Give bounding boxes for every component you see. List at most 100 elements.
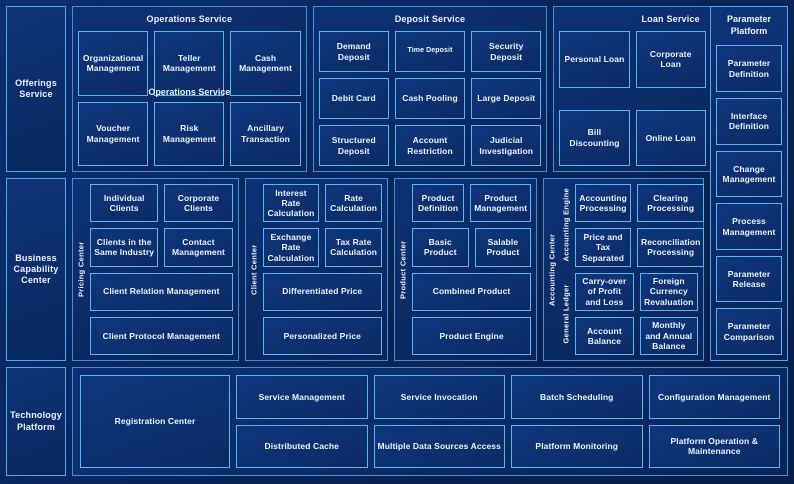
cell-parameter-definition[interactable]: Parameter Definition bbox=[716, 45, 782, 92]
cell-process-management[interactable]: Process Management bbox=[716, 203, 782, 250]
cell-clients-in-the-same-industry[interactable]: Clients in the Same Industry bbox=[90, 228, 159, 267]
cell-rate-calculation[interactable]: Rate Calculation bbox=[325, 184, 382, 223]
cell-platform-operation-maintenance[interactable]: Platform Operation & Maintenance bbox=[648, 424, 780, 468]
cell-online-loan[interactable]: Online Loan bbox=[635, 109, 706, 166]
group-accounting-center-label: Accounting Center bbox=[547, 233, 557, 306]
pricing-center-row-2: Clients in the Same Industry Contact Man… bbox=[90, 228, 233, 267]
cell-time-deposit[interactable]: Time Deposit bbox=[394, 31, 466, 72]
cell-combined-product[interactable]: Combined Product bbox=[411, 272, 532, 311]
accounting-center-subgroups: Accounting Engine Accounting Processing … bbox=[560, 184, 705, 355]
cell-corporate-loan[interactable]: Corporate Loan bbox=[635, 31, 706, 88]
client-center-row-4: Personalized Price bbox=[262, 316, 382, 355]
cell-personal-loan[interactable]: Personal Loan bbox=[559, 31, 630, 88]
accounting-engine-cells: Accounting Processing Clearing Processin… bbox=[575, 184, 705, 267]
cell-registration-center[interactable]: Registration Center bbox=[80, 375, 230, 468]
cell-reconciliation-processing[interactable]: Reconciliation Processing bbox=[636, 228, 705, 267]
cell-basic-product[interactable]: Basic Product bbox=[411, 228, 469, 267]
cell-structured-deposit[interactable]: Structured Deposit bbox=[318, 125, 389, 166]
cell-account-balance[interactable]: Account Balance bbox=[575, 316, 634, 355]
general-ledger-cells: Carry-over of Profit and Loss Foreign Cu… bbox=[575, 272, 698, 355]
cell-clearing-processing[interactable]: Clearing Processing bbox=[636, 184, 705, 223]
cell-platform-monitoring[interactable]: Platform Monitoring bbox=[511, 424, 643, 468]
group-technology-platform[interactable]: Registration Center Service Management S… bbox=[72, 367, 788, 476]
cell-change-management[interactable]: Change Management bbox=[716, 150, 782, 198]
subgroup-general-ledger-label: General Ledger bbox=[561, 284, 571, 344]
cell-client-relation-management[interactable]: Client Relation Management bbox=[90, 272, 233, 311]
technology-platform-cells: Service Management Service Invocation Ba… bbox=[236, 375, 780, 468]
group-operations-service[interactable]: Operations Service Organizational Manage… bbox=[72, 6, 307, 172]
cell-exchange-rate-calculation[interactable]: Exchange Rate Calculation bbox=[262, 228, 320, 267]
technology-platform-band: Technology Platform Registration Center … bbox=[6, 367, 788, 476]
cell-interest-rate-calculation[interactable]: Interest Rate Calculation bbox=[262, 184, 320, 223]
cell-carry-over-of-profit-and-loss[interactable]: Carry-over of Profit and Loss bbox=[575, 272, 634, 311]
cell-service-management[interactable]: Service Management bbox=[236, 375, 368, 419]
group-deposit-service-title: Deposit Service bbox=[394, 14, 466, 24]
cell-large-deposit[interactable]: Large Deposit bbox=[471, 78, 542, 119]
cell-price-and-tax-separated[interactable]: Price and Tax Separated bbox=[575, 228, 631, 267]
cell-ancillary-transaction[interactable]: Ancillary Transaction bbox=[230, 101, 301, 166]
group-client-center[interactable]: Client Center Interest Rate Calculation … bbox=[244, 178, 388, 361]
rail-offerings-service[interactable]: Offerings Service bbox=[6, 6, 66, 172]
cell-product-definition[interactable]: Product Definition bbox=[411, 184, 465, 223]
cell-organizational-management[interactable]: Organizational Management bbox=[78, 31, 149, 96]
rail-business-capability-center[interactable]: Business Capability Center bbox=[6, 178, 66, 361]
client-center-row-2: Exchange Rate Calculation Tax Rate Calcu… bbox=[262, 228, 382, 267]
cell-multiple-data-sources-access[interactable]: Multiple Data Sources Access bbox=[373, 424, 505, 468]
cell-differentiated-price[interactable]: Differentiated Price bbox=[262, 272, 382, 311]
cell-bill-discounting[interactable]: Bill Discounting bbox=[559, 109, 630, 166]
offerings-band: Offerings Service Operations Service Org… bbox=[6, 6, 789, 361]
cell-personalized-price[interactable]: Personalized Price bbox=[262, 316, 382, 355]
group-pricing-center[interactable]: Pricing Center Individual Clients Corpor… bbox=[72, 178, 239, 361]
business-band-body: Pricing Center Individual Clients Corpor… bbox=[72, 178, 788, 361]
cell-teller-management[interactable]: Teller Management bbox=[154, 31, 225, 96]
cell-configuration-management[interactable]: Configuration Management bbox=[648, 375, 780, 419]
cell-security-deposit[interactable]: Security Deposit bbox=[471, 31, 542, 72]
cell-contact-management[interactable]: Contact Management bbox=[164, 228, 233, 267]
cell-accounting-processing[interactable]: Accounting Processing bbox=[575, 184, 631, 223]
group-product-center[interactable]: Product Center Product Definition Produc… bbox=[393, 178, 538, 361]
pricing-center-cells: Individual Clients Corporate Clients Cli… bbox=[90, 184, 233, 355]
cell-foreign-currency-revaluation[interactable]: Foreign Currency Revaluation bbox=[639, 272, 698, 311]
product-center-row-4: Product Engine bbox=[411, 316, 532, 355]
group-accounting-center[interactable]: Accounting Center Accounting Engine Acco… bbox=[543, 178, 705, 361]
cell-risk-management[interactable]: Risk Management bbox=[154, 101, 225, 166]
cell-tax-rate-calculation[interactable]: Tax Rate Calculation bbox=[325, 228, 382, 267]
business-capability-band: Business Capability Center Pricing Cente… bbox=[6, 178, 788, 361]
cell-distributed-cache[interactable]: Distributed Cache bbox=[236, 424, 368, 468]
cell-product-management[interactable]: Product Management bbox=[470, 184, 532, 223]
group-loan-service-title: Loan Service bbox=[641, 14, 700, 24]
technology-band-body: Registration Center Service Management S… bbox=[72, 367, 788, 476]
group-deposit-service[interactable]: Deposit Service Demand Deposit Time Depo… bbox=[312, 6, 548, 172]
cell-salable-product[interactable]: Salable Product bbox=[474, 228, 532, 267]
pricing-center-row-4: Client Protocol Management bbox=[90, 316, 233, 355]
rail-technology-platform[interactable]: Technology Platform bbox=[6, 367, 66, 476]
cell-demand-deposit[interactable]: Demand Deposit bbox=[318, 31, 389, 72]
cell-parameter-comparison[interactable]: Parameter Comparison bbox=[716, 308, 782, 356]
rail-technology-platform-label: Technology Platform bbox=[10, 410, 62, 432]
cell-service-invocation[interactable]: Service Invocation bbox=[373, 375, 505, 419]
cell-judicial-investigation[interactable]: Judicial Investigation bbox=[471, 125, 542, 166]
cell-cash-pooling[interactable]: Cash Pooling bbox=[394, 78, 466, 119]
cell-monthly-and-annual-balance[interactable]: Monthly and Annual Balance bbox=[639, 316, 698, 355]
cell-client-protocol-management[interactable]: Client Protocol Management bbox=[90, 316, 233, 355]
cell-interface-definition[interactable]: Interface Definition bbox=[716, 97, 782, 145]
panel-parameter-platform[interactable]: Parameter Platform Parameter Definition … bbox=[710, 6, 788, 361]
cell-voucher-management[interactable]: Voucher Management bbox=[78, 101, 149, 166]
cell-parameter-release[interactable]: Parameter Release bbox=[716, 255, 782, 303]
business-groups: Pricing Center Individual Clients Corpor… bbox=[72, 178, 705, 361]
offerings-groups: Operations Service Organizational Manage… bbox=[72, 6, 789, 172]
cell-cash-management[interactable]: Cash Management bbox=[230, 31, 301, 96]
cell-corporate-clients[interactable]: Corporate Clients bbox=[164, 184, 233, 223]
cell-batch-scheduling[interactable]: Batch Scheduling bbox=[511, 375, 643, 419]
cell-product-engine[interactable]: Product Engine bbox=[411, 316, 532, 355]
product-center-row-2: Basic Product Salable Product bbox=[411, 228, 532, 267]
group-client-center-label: Client Center bbox=[249, 244, 259, 295]
registration-center-wrap: Registration Center bbox=[80, 375, 230, 468]
cell-individual-clients[interactable]: Individual Clients bbox=[90, 184, 159, 223]
client-center-row-3: Differentiated Price bbox=[262, 272, 382, 311]
cell-account-restriction[interactable]: Account Restriction bbox=[394, 125, 466, 166]
product-center-row-3: Combined Product bbox=[411, 272, 532, 311]
product-center-cells: Product Definition Product Management Ba… bbox=[411, 184, 532, 355]
cell-debit-card[interactable]: Debit Card bbox=[318, 78, 389, 119]
